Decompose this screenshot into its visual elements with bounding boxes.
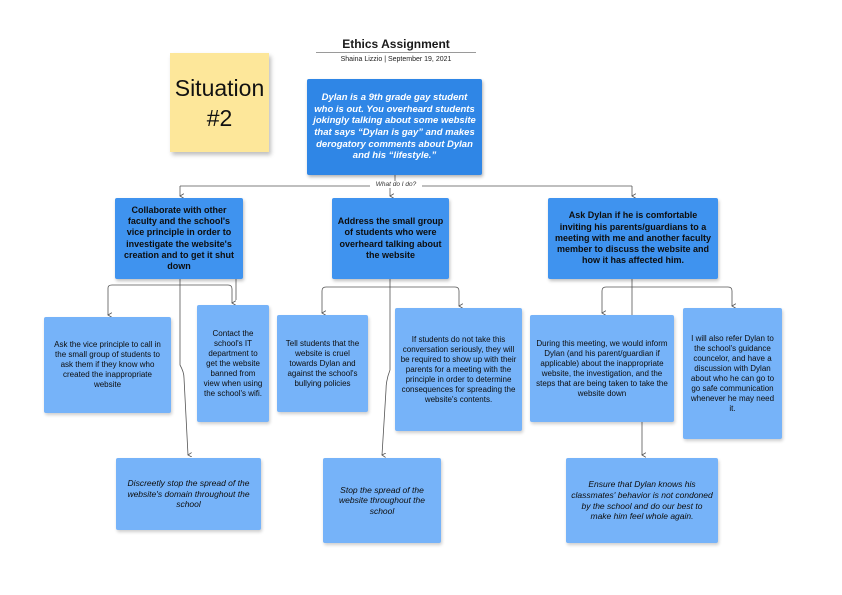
option-1-action-1: Ask the vice principle to call in the sm… xyxy=(44,317,171,413)
option-2-outcome-text: Stop the spread of the website throughou… xyxy=(338,484,425,516)
option-2-outcome: Stop the spread of the website throughou… xyxy=(323,458,441,543)
option-3-outcome: Ensure that Dylan knows his classmates' … xyxy=(566,458,718,543)
option-2-box: Address the small group of students who … xyxy=(332,198,449,279)
page-subtitle: Shaina Lizzio | September 19, 2021 xyxy=(340,56,452,63)
option-2-action-2: If students do not take this conversatio… xyxy=(395,308,522,431)
option-2-action-1-text: Tell students that the website is cruel … xyxy=(285,338,360,388)
option-3-action-2: I will also refer Dylan to the school's … xyxy=(683,308,782,439)
option-3-action-2-text: I will also refer Dylan to the school's … xyxy=(690,333,775,413)
option-1-action-1-text: Ask the vice principle to call in the sm… xyxy=(54,340,161,389)
option-1-box: Collaborate with other faculty and the s… xyxy=(115,198,243,279)
option-1-action-2-text: Contact the school's IT department to ge… xyxy=(203,328,263,398)
title-divider xyxy=(316,52,476,53)
page-title: Ethics Assignment xyxy=(342,37,450,51)
scenario-text: Dylan is a 9th grade gay student who is … xyxy=(313,92,476,162)
option-1-action-2: Contact the school's IT department to ge… xyxy=(197,305,269,422)
situation-sticky-note: Situation #2 xyxy=(170,53,269,152)
question-label: What do I do? xyxy=(370,181,422,188)
option-3-outcome-text: Ensure that Dylan knows his classmates' … xyxy=(571,479,713,522)
option-3-action-1: During this meeting, we would inform Dyl… xyxy=(530,315,674,422)
connector-opt2-out xyxy=(382,287,391,455)
option-1-text: Collaborate with other faculty and the s… xyxy=(123,204,234,271)
option-3-text: Ask Dylan if he is comfortable inviting … xyxy=(554,210,712,266)
option-3-box: Ask Dylan if he is comfortable inviting … xyxy=(548,198,718,279)
option-1-outcome-text: Discreetly stop the spread of the websit… xyxy=(127,478,250,510)
connector-opt1-h xyxy=(107,284,233,290)
option-3-action-1-text: During this meeting, we would inform Dyl… xyxy=(536,338,668,398)
option-2-action-1: Tell students that the website is cruel … xyxy=(277,315,368,412)
connector-opt2-h xyxy=(321,286,460,292)
scenario-box: Dylan is a 9th grade gay student who is … xyxy=(307,79,482,175)
option-1-outcome: Discreetly stop the spread of the websit… xyxy=(116,458,261,530)
option-2-action-2-text: If students do not take this conversatio… xyxy=(400,334,517,404)
connector-opt3-h xyxy=(601,286,733,292)
option-2-text: Address the small group of students who … xyxy=(337,216,444,260)
connector-opt1-out xyxy=(179,285,188,455)
